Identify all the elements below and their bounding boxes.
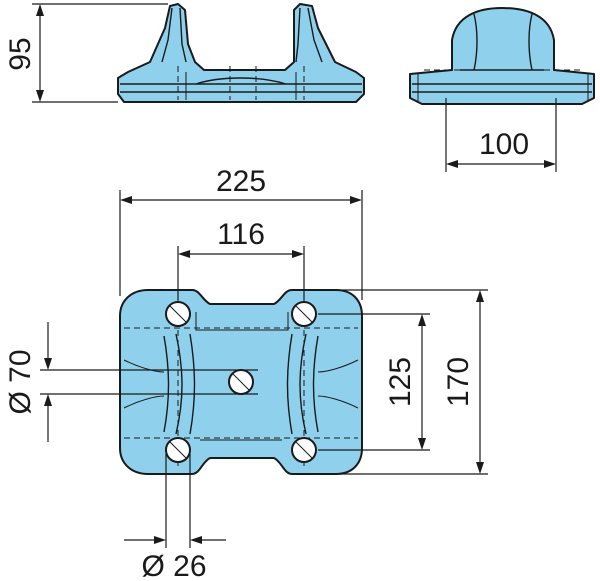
arrow-head	[292, 250, 304, 258]
overall-length-label: 225	[216, 165, 266, 198]
rail-spacing-dimension: 116	[177, 218, 305, 300]
arrow-head	[120, 196, 132, 204]
arrow-head	[154, 536, 166, 544]
side-width-dimension: 100	[445, 98, 557, 172]
center-hole-label: Ø 70	[4, 349, 37, 414]
bolt-hole-label: Ø 26	[141, 550, 206, 581]
hole-spacing-dimension: 125	[318, 313, 430, 451]
side-width-label: 100	[479, 128, 529, 161]
arrow-head	[36, 4, 44, 16]
arrow-head	[418, 438, 426, 450]
arrow-head	[544, 160, 556, 168]
arrow-head	[190, 536, 202, 544]
arrow-head	[44, 358, 52, 370]
arrow-head	[350, 196, 362, 204]
arrow-head	[178, 250, 190, 258]
overall-length-dimension: 225	[119, 165, 363, 300]
height-label: 95	[4, 37, 37, 70]
rail-spacing-label: 116	[217, 218, 265, 251]
overall-width-dimension: 170	[340, 289, 488, 475]
arrow-head	[476, 290, 484, 302]
arrow-head	[44, 394, 52, 406]
side-view	[409, 7, 595, 105]
arrow-head	[418, 314, 426, 326]
front-view	[117, 3, 365, 103]
center-hole-dimension: Ø 70	[4, 322, 258, 442]
arrow-head	[446, 160, 458, 168]
hole-spacing-label: 125	[384, 357, 417, 407]
plan-view	[119, 289, 363, 475]
arrow-head	[476, 462, 484, 474]
arrow-head	[36, 90, 44, 102]
height-dimension: 95	[4, 3, 168, 103]
bolt-hole-dimension: Ø 26	[124, 454, 226, 581]
overall-width-label: 170	[442, 357, 475, 407]
